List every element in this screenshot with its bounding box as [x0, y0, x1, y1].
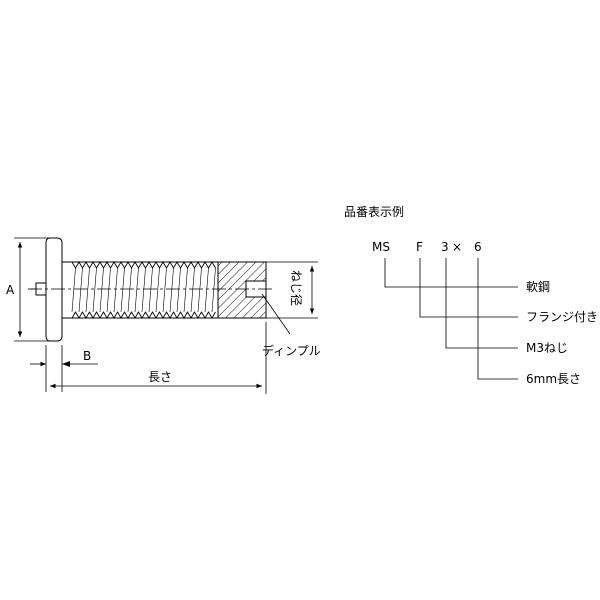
code-material: MS: [372, 240, 390, 254]
legend-thread: M3ねじ: [526, 341, 568, 355]
flange-head: [30, 237, 63, 342]
dimple-leader: ディンプル: [261, 293, 321, 358]
code-separator: ×: [452, 240, 462, 254]
dimension-a: A: [6, 237, 50, 342]
dimension-thread-diameter: ねじ径: [266, 261, 318, 319]
thread-diameter-label: ねじ径: [289, 270, 303, 306]
threaded-body: [28, 261, 272, 319]
legend-material: 軟鋼: [526, 279, 550, 294]
code-flange: F: [416, 240, 423, 254]
stud-drawing: A B 長さ ねじ径 ディンプル: [6, 237, 321, 394]
dimension-b: B: [30, 345, 98, 392]
code-bracket-lines: [384, 258, 518, 380]
code-length: 6: [474, 240, 482, 254]
part-number-title: 品番表示例: [344, 205, 404, 219]
length-label: 長さ: [148, 370, 172, 384]
code-thread: 3: [441, 240, 449, 254]
part-number-example: 品番表示例 MS F 3 × 6 軟鋼 フランジ付き M3ねじ 6mm長さ: [344, 205, 598, 386]
dimple-label: ディンプル: [262, 343, 321, 358]
legend-length: 6mm長さ: [526, 372, 581, 386]
legend-flange: フランジ付き: [526, 310, 598, 324]
dimension-b-label: B: [83, 349, 91, 363]
dimension-a-label: A: [6, 283, 15, 297]
dimension-length: 長さ: [50, 322, 267, 394]
